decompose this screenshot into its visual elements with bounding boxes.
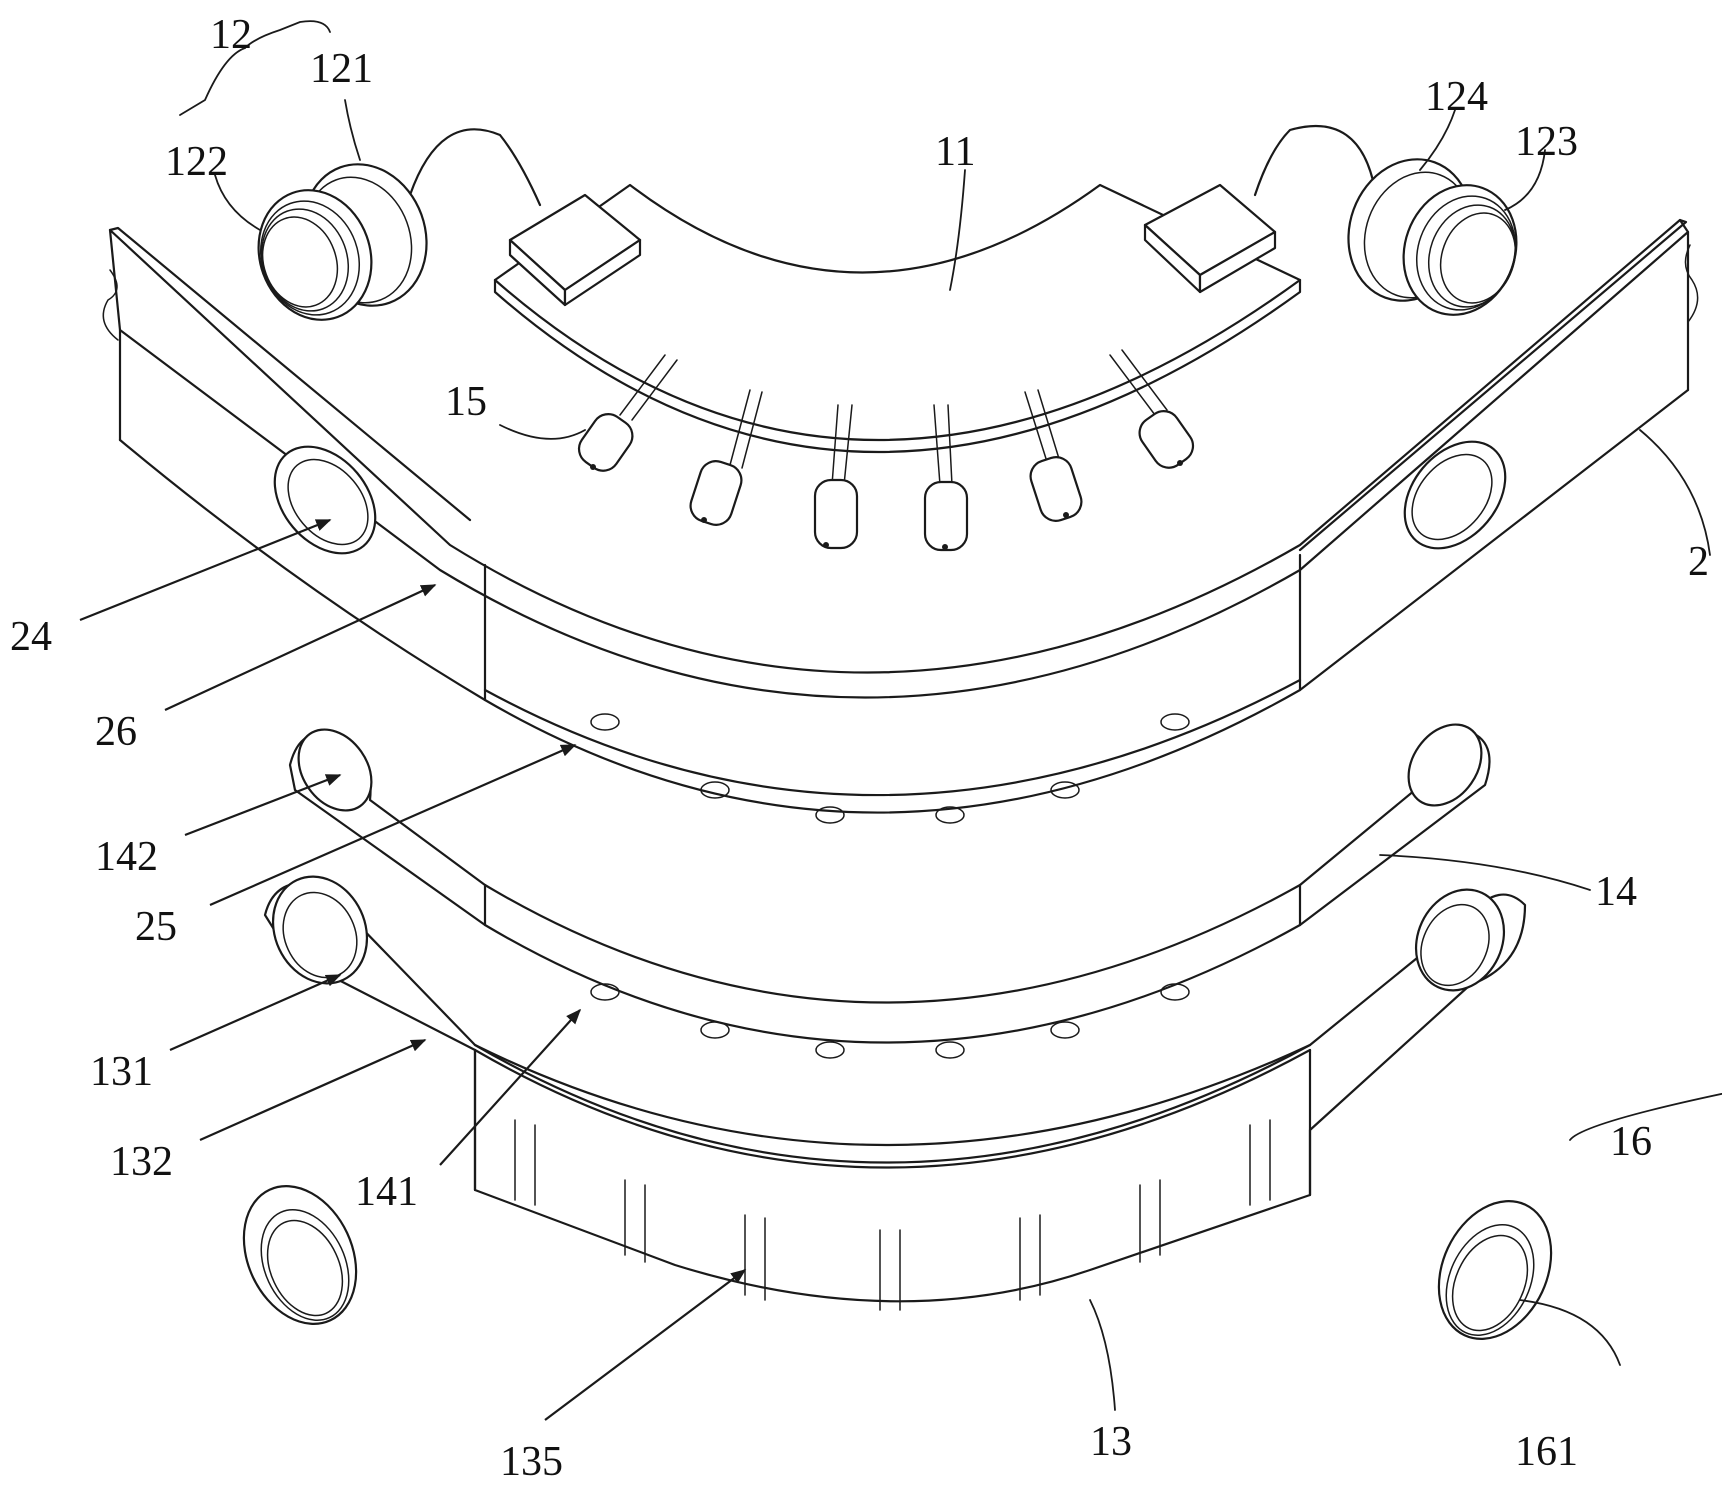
label-16: 16 <box>1610 1119 1652 1165</box>
label-141: 141 <box>355 1169 418 1215</box>
label-14: 14 <box>1595 869 1637 915</box>
cable-left <box>408 128 542 207</box>
upper-housing-shell <box>102 218 1699 824</box>
cable-right <box>1253 125 1377 197</box>
middle-plate <box>288 723 1491 1059</box>
label-161: 161 <box>1515 1429 1578 1475</box>
led-3 <box>813 404 859 550</box>
leader-lines <box>179 20 1722 1411</box>
arrows <box>79 518 747 1421</box>
led-6 <box>1109 349 1195 469</box>
label-15: 15 <box>445 379 487 425</box>
label-124: 124 <box>1425 74 1488 120</box>
led-2 <box>689 389 763 526</box>
label-13: 13 <box>1090 1419 1132 1465</box>
cable-gland-left <box>257 163 428 321</box>
label-24: 24 <box>10 614 52 660</box>
cable-gland-right <box>1347 158 1518 316</box>
circuit-board <box>493 183 1302 453</box>
nut-right <box>1437 1200 1553 1340</box>
led-row <box>577 349 1195 552</box>
label-131: 131 <box>90 1049 153 1095</box>
label-25: 25 <box>135 904 177 950</box>
label-121: 121 <box>310 46 373 92</box>
led-4 <box>923 404 969 552</box>
led-5 <box>1024 389 1083 522</box>
label-2: 2 <box>1688 539 1709 585</box>
nut-left <box>242 1185 358 1325</box>
board-connector-right <box>1143 183 1277 294</box>
label-132: 132 <box>110 1139 173 1185</box>
board-connector-left <box>508 193 642 307</box>
led-1 <box>577 354 678 472</box>
label-11: 11 <box>935 129 975 175</box>
label-122: 122 <box>165 139 228 185</box>
label-123: 123 <box>1515 119 1578 165</box>
label-26: 26 <box>95 709 137 755</box>
label-12: 12 <box>210 12 252 58</box>
label-142: 142 <box>95 834 158 880</box>
label-135: 135 <box>500 1439 563 1485</box>
lower-frame <box>263 875 1527 1311</box>
reference-labels: 12 121 122 11 124 123 15 2 24 26 142 25 … <box>10 12 1709 1485</box>
